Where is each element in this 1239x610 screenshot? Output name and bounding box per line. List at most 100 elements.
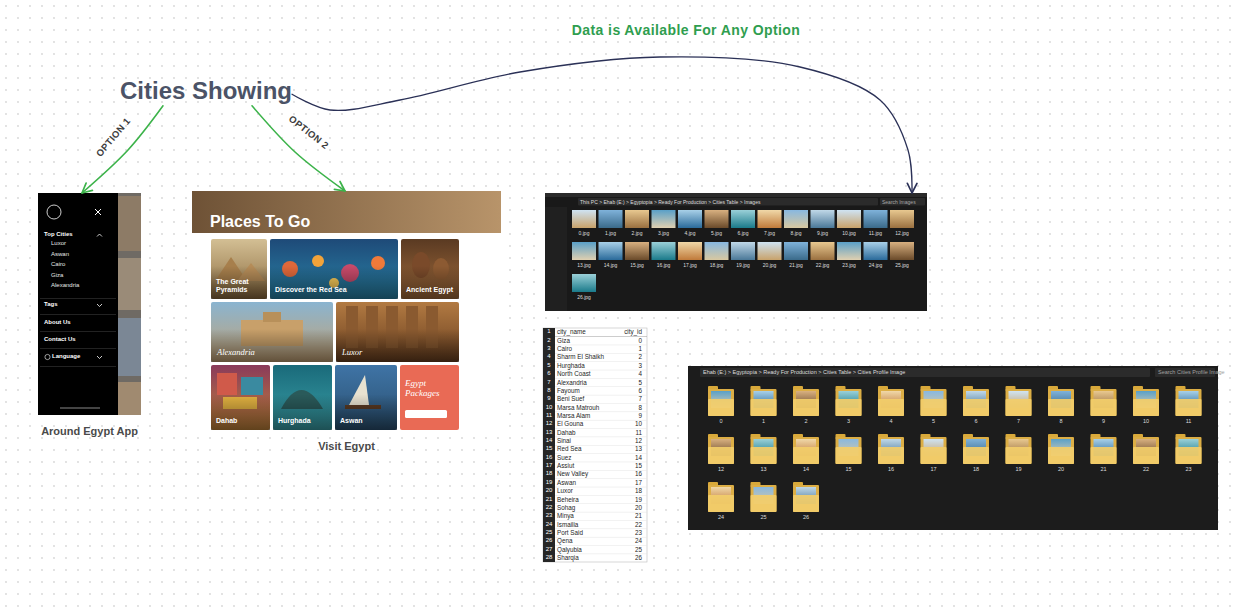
row-number: 15: [543, 445, 555, 452]
cities-table: 1city_namecity_id2Giza03Cairo14Sharm El …: [543, 328, 647, 562]
menu-separator: [40, 366, 116, 368]
folder-name: 21: [1085, 466, 1123, 473]
folder-path: Ehab (E:) > Egyptopia > Ready For Produc…: [703, 369, 905, 376]
folder-front: [1006, 399, 1032, 416]
tile-shade: [270, 266, 398, 299]
folder-name: 22: [1127, 466, 1165, 473]
header-photo: [192, 191, 501, 233]
file-name: 22.jpg: [807, 262, 839, 268]
table-cell: Ismailia: [557, 521, 609, 529]
tile-shade: [401, 266, 459, 299]
tile-photo: [211, 302, 333, 362]
image-thumbnail: [731, 242, 755, 260]
phone-panel: [38, 193, 141, 415]
folder-front: [878, 447, 904, 464]
image-thumbnail: [652, 242, 676, 260]
table-cell: 18: [607, 487, 642, 495]
file-name: 21.jpg: [780, 262, 812, 268]
image-thumbnail: [678, 210, 702, 228]
folder-back: [963, 389, 989, 416]
folder-name: 7: [1000, 418, 1038, 425]
folder-name: 11: [1170, 418, 1208, 425]
table-cell: 10: [607, 420, 642, 428]
website-screenshot: Places To GoVisit EgyptThe Great Pyramid…: [192, 191, 501, 432]
folder-front: [751, 399, 777, 416]
table-cell: Beni Suef: [557, 395, 609, 403]
folder-back: [1091, 437, 1117, 464]
folder-back: [1006, 389, 1032, 416]
row-number: 14: [543, 437, 555, 444]
folder-back: [878, 389, 904, 416]
file-name: 23.jpg: [833, 262, 865, 268]
heading-text: Cities Showing: [120, 77, 292, 106]
file-name: 1.jpg: [595, 230, 627, 236]
folder-name: 4: [872, 418, 910, 425]
table-cell: 5: [607, 379, 642, 387]
address-bar: [700, 368, 1150, 377]
option-label: OPTION 1: [91, 112, 135, 161]
folder-back: [1133, 389, 1159, 416]
file-name: 25.jpg: [886, 262, 918, 268]
folder-back: [921, 389, 947, 416]
image-thumbnail: [811, 242, 835, 260]
table-cell: 9: [607, 412, 642, 420]
table-cell: city_name: [557, 328, 609, 336]
tile-title: Egypt Packages: [405, 379, 456, 399]
row-number: 7: [543, 379, 555, 386]
table-cell: 8: [607, 404, 642, 412]
tile-photo: [336, 302, 459, 362]
destination-tile: Egypt Packages: [400, 365, 459, 430]
tile-photo: [335, 365, 397, 430]
file-name: 16.jpg: [648, 262, 680, 268]
tile-title: Luxor: [342, 348, 455, 357]
window-frame: [545, 193, 927, 311]
images-folder-window: This PC > Ehab (E:) > Egyptopia > Ready …: [545, 193, 927, 311]
folder-back: [1176, 389, 1202, 416]
search-box-text: Search Images: [882, 199, 916, 205]
image-thumbnail: [599, 242, 623, 260]
caret-icon: [97, 304, 102, 307]
tile-shade: [335, 394, 397, 430]
file-name: 26.jpg: [568, 294, 600, 300]
folder-front: [1006, 447, 1032, 464]
folder-name: 15: [830, 466, 868, 473]
app-screenshot: Top CitiesLuxorAswanCairoGizaAlexandriaT…: [38, 193, 141, 415]
app-logo: [47, 205, 61, 219]
row-number: 22: [543, 504, 555, 511]
folder-name: 3: [830, 418, 868, 425]
menu-item: Aswan: [51, 251, 69, 259]
table-cell: 17: [607, 479, 642, 487]
folder-back: [1006, 437, 1032, 464]
menu-separator: [40, 331, 116, 333]
tile-shade: [211, 329, 333, 362]
folder-front: [878, 399, 904, 416]
row-number: 3: [543, 345, 555, 352]
folder-name: 26: [787, 514, 825, 521]
tile-shade: [211, 394, 270, 430]
row-number: 17: [543, 462, 555, 469]
table-cell: Alexandria: [557, 379, 609, 387]
table-cell: 7: [607, 395, 642, 403]
photo-thumb: [118, 318, 141, 376]
table-cell: 3: [607, 362, 642, 370]
menu-item: Giza: [51, 272, 63, 280]
folder-front: [836, 399, 862, 416]
heading-node: Cities Showing: [120, 77, 292, 106]
screenshot-art: [38, 191, 1218, 562]
table-cell: 25: [607, 546, 642, 554]
folder-front: [963, 399, 989, 416]
table-cell: 16: [607, 470, 642, 478]
table-cell: Beheira: [557, 496, 609, 504]
table-cell: 21: [607, 512, 642, 520]
title-bar: [545, 193, 927, 197]
table-cell: Qena: [557, 537, 609, 545]
search-box: [880, 198, 925, 206]
table-cell: Sinai: [557, 437, 609, 445]
row-number: 2: [543, 337, 555, 344]
file-name: 8.jpg: [780, 230, 812, 236]
note-label: Data is Available For Any Option: [569, 21, 803, 39]
image-thumbnail: [572, 210, 596, 228]
caret-icon: [97, 356, 102, 359]
folder-name: 8: [1042, 418, 1080, 425]
